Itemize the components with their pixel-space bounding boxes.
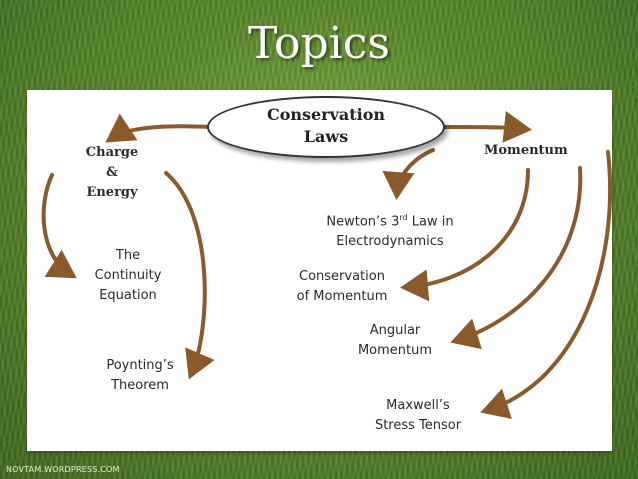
arrow-to-poynting bbox=[164, 171, 215, 380]
arrow-to-continuity bbox=[41, 173, 77, 279]
newton-label-sup: rd bbox=[399, 213, 408, 222]
newton-label-pre: Newton’s 3 bbox=[326, 214, 400, 230]
angular-momentum-label: Angular Momentum bbox=[357, 323, 433, 358]
continuity-label: The Continuity Equation bbox=[94, 248, 162, 303]
newton-label-post: Law in Electrodynamics bbox=[336, 214, 454, 250]
arrow-to-newton bbox=[382, 148, 435, 200]
conservation-momentum-label: Conservation of Momentum bbox=[296, 269, 388, 304]
center-oval bbox=[207, 96, 445, 158]
right-heading: Momentum bbox=[484, 143, 568, 158]
arrow-to-momentum bbox=[443, 110, 532, 143]
slide-title: Topics bbox=[248, 18, 390, 69]
arrow-to-conservation-momentum bbox=[400, 168, 530, 302]
credit-text: NOVTAM.WORDPRESS.COM bbox=[6, 465, 120, 474]
arrow-to-angular bbox=[450, 166, 583, 350]
center-label: Conservation Laws bbox=[266, 105, 386, 146]
poynting-label: Poynting’s Theorem bbox=[106, 358, 174, 393]
maxwell-label: Maxwell’s Stress Tensor bbox=[374, 398, 462, 433]
arrow-to-maxwell bbox=[480, 150, 613, 419]
newton-label: Newton’s 3rd Law in Electrodynamics bbox=[310, 208, 470, 252]
arrow-to-charge bbox=[105, 113, 212, 143]
left-heading: Charge & Energy bbox=[85, 145, 139, 200]
